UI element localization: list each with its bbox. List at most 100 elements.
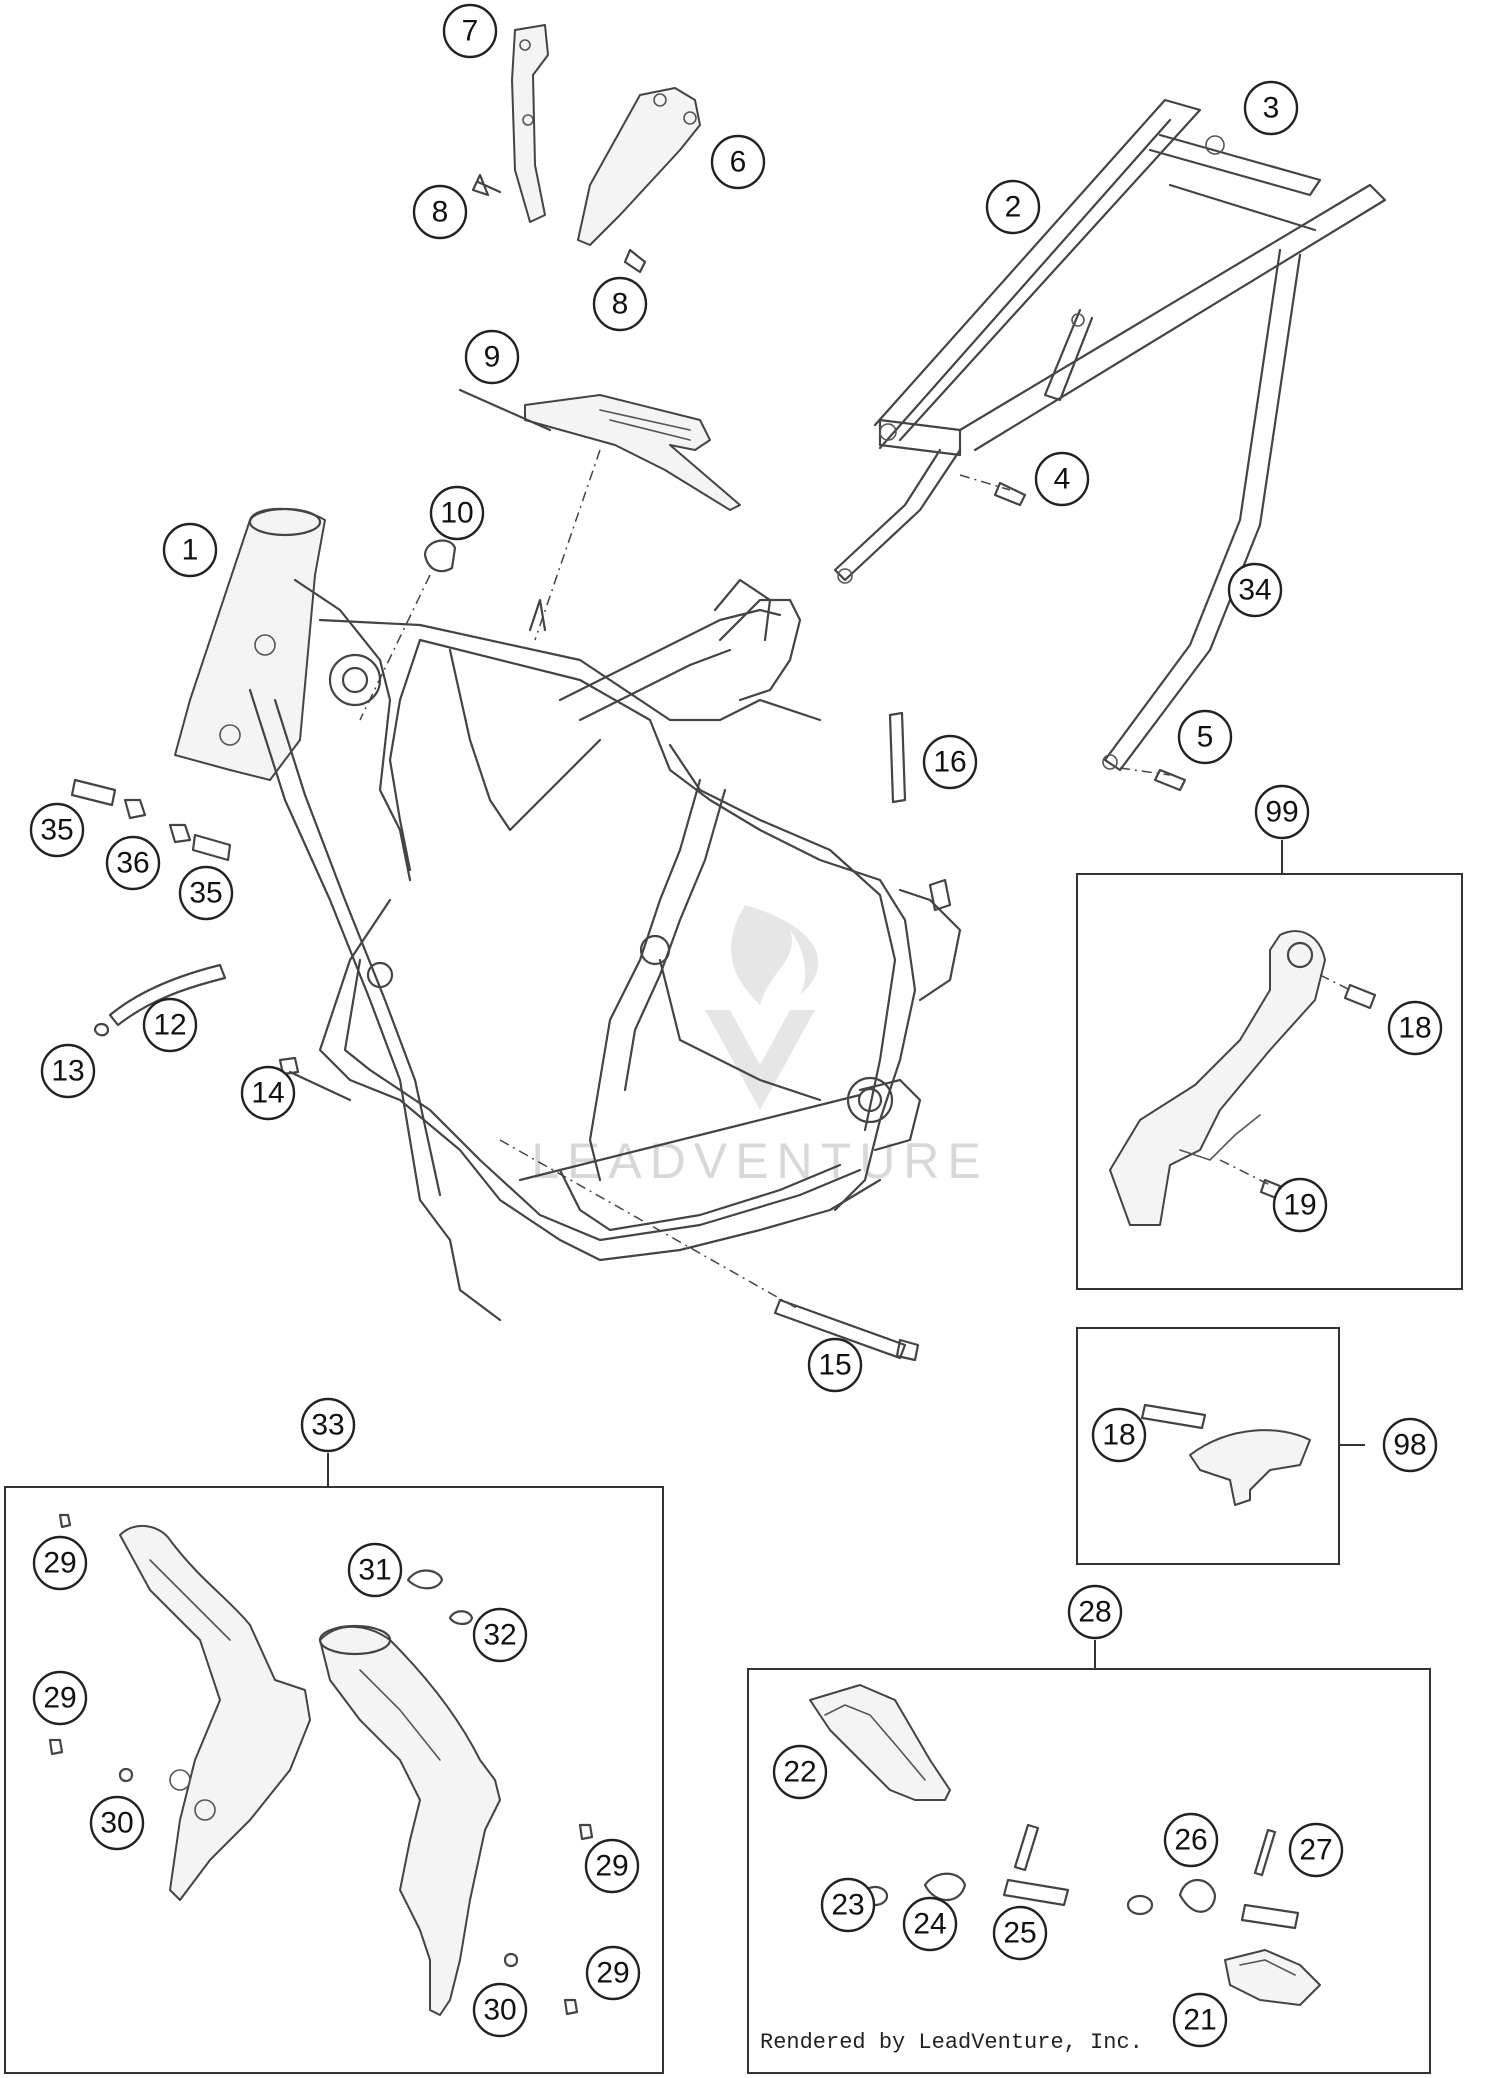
svg-text:18: 18 bbox=[1398, 1012, 1431, 1045]
part-9-plate bbox=[458, 388, 741, 641]
part-15-bolt bbox=[499, 1139, 920, 1362]
callout-22: 22 bbox=[772, 1744, 828, 1800]
part-1-main-frame bbox=[174, 507, 962, 1322]
watermark: LEADVENTURE bbox=[531, 905, 989, 1189]
callout-99: 99 bbox=[1254, 784, 1310, 840]
callout-35b: 35 bbox=[178, 865, 234, 921]
callout-36: 36 bbox=[105, 835, 161, 891]
credit-text: Rendered by LeadVenture, Inc. bbox=[760, 2030, 1143, 2055]
part-12-hose bbox=[108, 963, 227, 1027]
part-10-clip bbox=[359, 539, 457, 721]
svg-text:23: 23 bbox=[831, 1889, 864, 1922]
group-33-box bbox=[4, 1453, 664, 2074]
callout-2: 2 bbox=[985, 179, 1041, 235]
callout-18b: 18 bbox=[1091, 1407, 1147, 1463]
svg-text:35: 35 bbox=[189, 877, 222, 910]
svg-text:31: 31 bbox=[358, 1554, 391, 1587]
svg-text:30: 30 bbox=[483, 1994, 516, 2027]
svg-text:15: 15 bbox=[818, 1349, 851, 1382]
part-4-screw bbox=[959, 474, 1027, 507]
callout-30a: 30 bbox=[89, 1795, 145, 1851]
svg-text:29: 29 bbox=[43, 1682, 76, 1715]
svg-text:13: 13 bbox=[51, 1055, 84, 1088]
svg-text:6: 6 bbox=[730, 146, 747, 179]
svg-text:26: 26 bbox=[1174, 1824, 1207, 1857]
svg-text:3: 3 bbox=[1263, 92, 1280, 125]
callout-29d: 29 bbox=[585, 1945, 641, 2001]
callout-8b: 8 bbox=[592, 276, 648, 332]
svg-text:27: 27 bbox=[1299, 1834, 1332, 1867]
svg-text:34: 34 bbox=[1238, 574, 1271, 607]
callout-21: 21 bbox=[1172, 1992, 1228, 2048]
callout-19: 19 bbox=[1272, 1177, 1328, 1233]
part-6-plate bbox=[577, 87, 701, 246]
svg-text:33: 33 bbox=[311, 1409, 344, 1442]
callout-28: 28 bbox=[1067, 1584, 1123, 1640]
part-2-subframe bbox=[833, 98, 1387, 772]
callout-27: 27 bbox=[1288, 1822, 1344, 1878]
svg-text:10: 10 bbox=[440, 497, 473, 530]
callout-29c: 29 bbox=[584, 1838, 640, 1894]
svg-text:32: 32 bbox=[483, 1619, 516, 1652]
svg-text:36: 36 bbox=[116, 847, 149, 880]
callout-98: 98 bbox=[1382, 1417, 1438, 1473]
callout-23: 23 bbox=[820, 1877, 876, 1933]
group-98-box bbox=[1076, 1327, 1365, 1565]
callout-13: 13 bbox=[40, 1043, 96, 1099]
part-13-clip bbox=[93, 1022, 110, 1037]
svg-text:9: 9 bbox=[484, 341, 501, 374]
callout-12: 12 bbox=[142, 997, 198, 1053]
svg-text:22: 22 bbox=[783, 1756, 816, 1789]
part-7-bracket bbox=[511, 24, 549, 223]
svg-text:25: 25 bbox=[1003, 1917, 1036, 1950]
svg-text:30: 30 bbox=[100, 1807, 133, 1840]
callout-3: 3 bbox=[1243, 80, 1299, 136]
part-8-screws bbox=[471, 173, 647, 274]
callout-15: 15 bbox=[807, 1337, 863, 1393]
svg-text:24: 24 bbox=[913, 1908, 946, 1941]
part-35-36-bolts bbox=[70, 778, 232, 862]
svg-text:35: 35 bbox=[40, 814, 73, 847]
svg-text:8: 8 bbox=[432, 196, 449, 229]
callout-26: 26 bbox=[1163, 1812, 1219, 1868]
svg-text:21: 21 bbox=[1183, 2004, 1216, 2037]
svg-text:5: 5 bbox=[1197, 721, 1214, 754]
svg-text:2: 2 bbox=[1005, 191, 1022, 224]
svg-text:99: 99 bbox=[1265, 796, 1298, 829]
svg-text:28: 28 bbox=[1078, 1596, 1111, 1629]
svg-text:12: 12 bbox=[153, 1009, 186, 1042]
svg-text:29: 29 bbox=[595, 1850, 628, 1883]
callout-9: 9 bbox=[464, 329, 520, 385]
svg-text:14: 14 bbox=[251, 1077, 284, 1110]
callout-31: 31 bbox=[347, 1542, 403, 1598]
callout-14: 14 bbox=[240, 1065, 296, 1121]
svg-text:8: 8 bbox=[612, 288, 629, 321]
callout-34: 34 bbox=[1227, 562, 1283, 618]
svg-text:29: 29 bbox=[43, 1547, 76, 1580]
callout-8a: 8 bbox=[412, 184, 468, 240]
callout-5: 5 bbox=[1177, 709, 1233, 765]
callout-1: 1 bbox=[162, 522, 218, 578]
callout-29a: 29 bbox=[32, 1535, 88, 1591]
svg-text:98: 98 bbox=[1393, 1429, 1426, 1462]
watermark-text: LEADVENTURE bbox=[531, 1133, 989, 1189]
callout-4: 4 bbox=[1034, 451, 1090, 507]
callout-33: 33 bbox=[300, 1397, 356, 1453]
callout-32: 32 bbox=[472, 1607, 528, 1663]
part-5-screw bbox=[1119, 767, 1187, 792]
callout-25: 25 bbox=[992, 1905, 1048, 1961]
callout-6: 6 bbox=[710, 134, 766, 190]
part-14-nut bbox=[278, 1056, 352, 1102]
part-16-pin bbox=[888, 711, 907, 804]
group-28-box bbox=[747, 1640, 1431, 2074]
svg-text:1: 1 bbox=[182, 534, 199, 567]
callout-29b: 29 bbox=[32, 1670, 88, 1726]
callout-24: 24 bbox=[902, 1896, 958, 1952]
callout-35a: 35 bbox=[29, 802, 85, 858]
svg-text:4: 4 bbox=[1054, 463, 1071, 496]
callout-18a: 18 bbox=[1387, 1000, 1443, 1056]
callout-10: 10 bbox=[429, 485, 485, 541]
callout-7: 7 bbox=[442, 3, 498, 59]
svg-text:29: 29 bbox=[596, 1957, 629, 1990]
